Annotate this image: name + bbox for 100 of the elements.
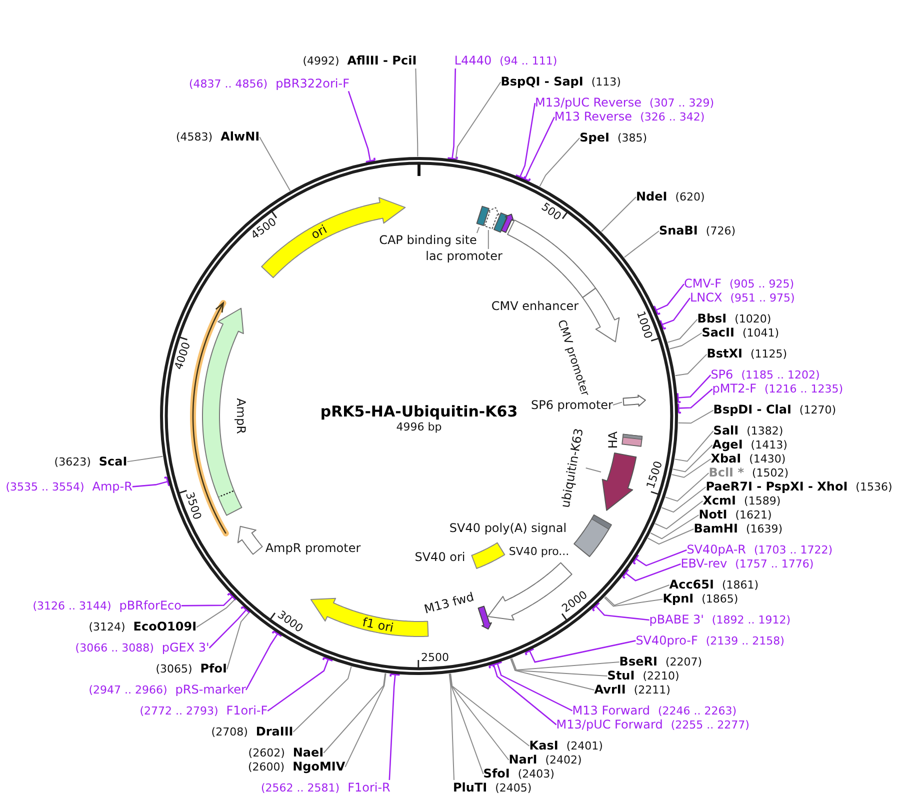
primer-binding-range: (1216 .. 1235) [764, 382, 844, 396]
primer-name: F1ori-F [226, 704, 268, 718]
leader-line [604, 584, 670, 606]
enzyme-name: PfoI [200, 662, 227, 676]
cut-site-position: (2211) [634, 684, 670, 698]
plasmid-name: pRK5-HA-Ubiquitin-K63 [320, 404, 518, 420]
leader-line [669, 332, 702, 350]
primer-name: EBV-rev [680, 556, 728, 570]
leader-line [449, 673, 484, 774]
cut-site-position: (3065) [156, 662, 192, 677]
leader-line [600, 196, 636, 232]
leader-line [344, 672, 386, 768]
enzyme-name: EcoO109I [133, 620, 197, 634]
leader-line [323, 672, 386, 754]
cut-site-position: (113) [591, 76, 621, 90]
feature-label: lac promoter [426, 249, 502, 263]
leader-line [677, 388, 713, 414]
cut-site-position: (1125) [750, 348, 788, 362]
enzyme-name: XcmI [702, 494, 736, 508]
cut-site-position: (1270) [799, 404, 836, 418]
enzyme-name: BseRI [619, 654, 658, 668]
primer-binding-range: (3535 .. 3554) [6, 480, 84, 494]
primer-binding-range: (3066 .. 3088) [75, 642, 154, 656]
leader-line [348, 90, 376, 163]
enzyme-name: KasI [529, 738, 558, 752]
enzyme-name: BspDI - ClaI [713, 402, 792, 417]
enzyme-name: Acc65I [669, 578, 714, 592]
pointed-feature-bar [601, 451, 638, 512]
enzyme-name: NotI [698, 508, 728, 522]
enzyme-name: StuI [607, 668, 635, 682]
feature-label: CMV enhancer [491, 299, 579, 313]
cut-site-position: (1382) [746, 424, 784, 438]
leader-line [455, 82, 502, 160]
leader-line [448, 673, 454, 780]
leader-line [672, 444, 713, 472]
feature-label: CAP binding site [379, 233, 477, 247]
leader-line [585, 468, 602, 472]
enzyme-name: SfoI [483, 766, 510, 780]
leader-line [612, 402, 622, 406]
feature-label: HA [606, 431, 620, 449]
primer-name: L4440 [454, 54, 492, 68]
cut-site-position: (2602) [248, 746, 285, 760]
leader-line [126, 456, 164, 462]
primer-name: F1ori-R [348, 780, 390, 794]
cut-site-position: (2600) [248, 760, 285, 774]
primer-binding-range: (2139 .. 2158) [706, 634, 784, 648]
leader-line [488, 230, 489, 250]
cut-site-position: (2401) [566, 740, 603, 754]
cut-site-position: (385) [617, 132, 648, 146]
primer-name: M13/pUC Reverse [535, 96, 642, 110]
primer-name: SV40pA-R [686, 542, 746, 556]
enzyme-name: SnaBI [659, 224, 698, 238]
primer-name: pMT2-F [712, 382, 756, 396]
leader-line [488, 662, 557, 726]
leader-line [226, 612, 250, 670]
primer-binding-range: (2772 .. 2793) [140, 704, 218, 718]
leader-line [450, 673, 530, 746]
tick-label: 4000 [173, 341, 194, 372]
cut-site-position: (1621) [735, 508, 772, 522]
enzyme-name: BamHI [694, 522, 738, 536]
leader-line [132, 476, 170, 488]
primer-binding-range: (94 .. 111) [500, 54, 558, 68]
enzyme-name: NarI [508, 752, 538, 766]
primer-name: pBABE 3' [649, 612, 704, 626]
primer-name: pRS-marker [175, 682, 246, 696]
enzyme-name: NgoMIV [292, 760, 346, 774]
leader-line [654, 500, 704, 530]
leader-line [659, 298, 691, 330]
tick-label: 2500 [421, 652, 450, 664]
primer-name: Amp-R [92, 479, 132, 494]
pointed-feature-marker [622, 394, 647, 408]
primer-name: M13/pUC Forward [556, 717, 663, 732]
cut-site-position: (620) [675, 190, 705, 204]
pointed-feature-marker [483, 206, 501, 230]
leader-line [267, 656, 334, 712]
cut-site-position: (1589) [744, 494, 781, 508]
leader-line [624, 230, 660, 258]
leader-line [181, 592, 237, 606]
feature-label: f1 ori [361, 615, 395, 635]
feature-label: AmpR [234, 398, 248, 434]
leader-line [539, 138, 580, 187]
primer-name: pBRforEco [119, 598, 182, 612]
leader-line [208, 606, 251, 648]
primer-binding-range: (1757 .. 1776) [735, 558, 814, 572]
leader-line [678, 410, 714, 424]
tick-label: 1500 [644, 460, 665, 490]
leader-line [514, 102, 536, 180]
leader-line [446, 68, 458, 160]
leader-line [674, 430, 714, 462]
primer-binding-range: (326 .. 342) [640, 110, 705, 124]
primer-binding-range: (905 .. 925) [729, 278, 794, 292]
feature-label: SP6 promoter [531, 398, 613, 412]
primer-name: SP6 [710, 368, 734, 382]
enzyme-name: BstXI [706, 346, 742, 361]
primer-binding-range: (2246 .. 2263) [658, 704, 737, 718]
cut-site-position: (2708) [211, 726, 248, 740]
enzyme-name: PluTI [453, 780, 488, 794]
feature-label: AmpR promoter [265, 541, 361, 555]
leader-line [650, 514, 700, 540]
primer-name: SV40pro-F [636, 633, 698, 648]
